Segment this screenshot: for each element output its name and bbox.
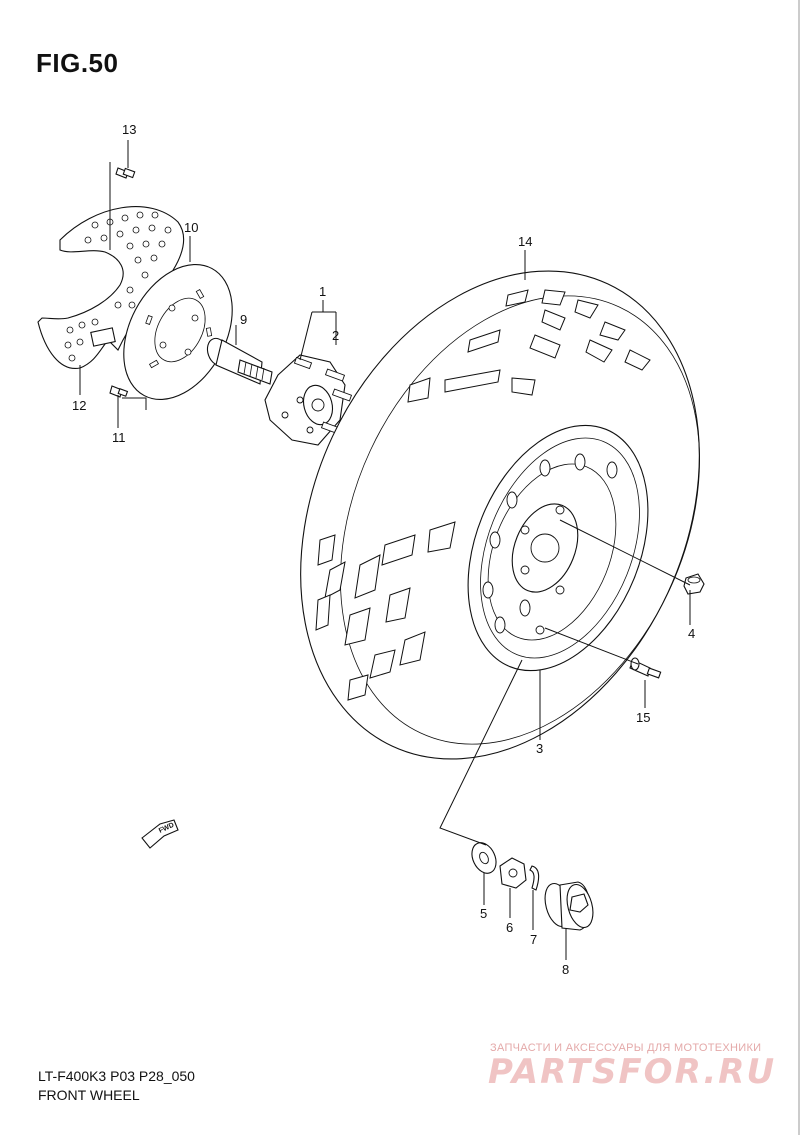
callout-4: 4 [688,626,695,641]
callout-9: 9 [240,312,247,327]
callout-15: 15 [636,710,650,725]
callout-7: 7 [530,932,537,947]
castle-nut-part [499,857,527,889]
callout-8: 8 [562,962,569,977]
washer-part [471,842,497,874]
callout-6: 6 [506,920,513,935]
callout-10: 10 [184,220,198,235]
hub-cap-part [544,881,594,931]
wheel-rim-part [467,424,649,672]
part-callouts: 13 10 1 2 9 12 11 14 4 15 3 5 6 7 8 [72,122,695,977]
right-border [798,0,800,1135]
callout-14: 14 [518,234,532,249]
axle-spindle-part [206,337,273,385]
callout-13: 13 [122,122,136,137]
callout-3: 3 [536,741,543,756]
figure-title: FIG.50 [36,48,119,78]
callout-11: 11 [112,430,126,445]
leader-lines [79,140,691,960]
valve-stem-part [629,657,662,679]
wheel-nut-part [683,573,705,595]
callout-12: 12 [72,398,86,413]
diagram-code: LT-F400K3 P03 P28_050 [38,1068,195,1084]
watermark-tagline: ЗАПЧАСТИ И АКСЕССУАРЫ ДЛЯ МОТОТЕХНИКИ [490,1042,762,1054]
bolt-11-part [109,385,129,398]
diagram-name: FRONT WHEEL [38,1087,140,1103]
callout-2: 2 [332,328,339,343]
forward-direction-arrow: FWD [141,819,179,849]
watermark-logo: PARTSFOR.RU [488,1052,777,1092]
callout-5: 5 [480,906,487,921]
callout-1: 1 [319,284,326,299]
bolt-13-part [115,167,136,179]
brake-disc-part [123,264,233,400]
brake-guard-part [37,206,185,369]
cotter-pin-part [529,865,540,891]
